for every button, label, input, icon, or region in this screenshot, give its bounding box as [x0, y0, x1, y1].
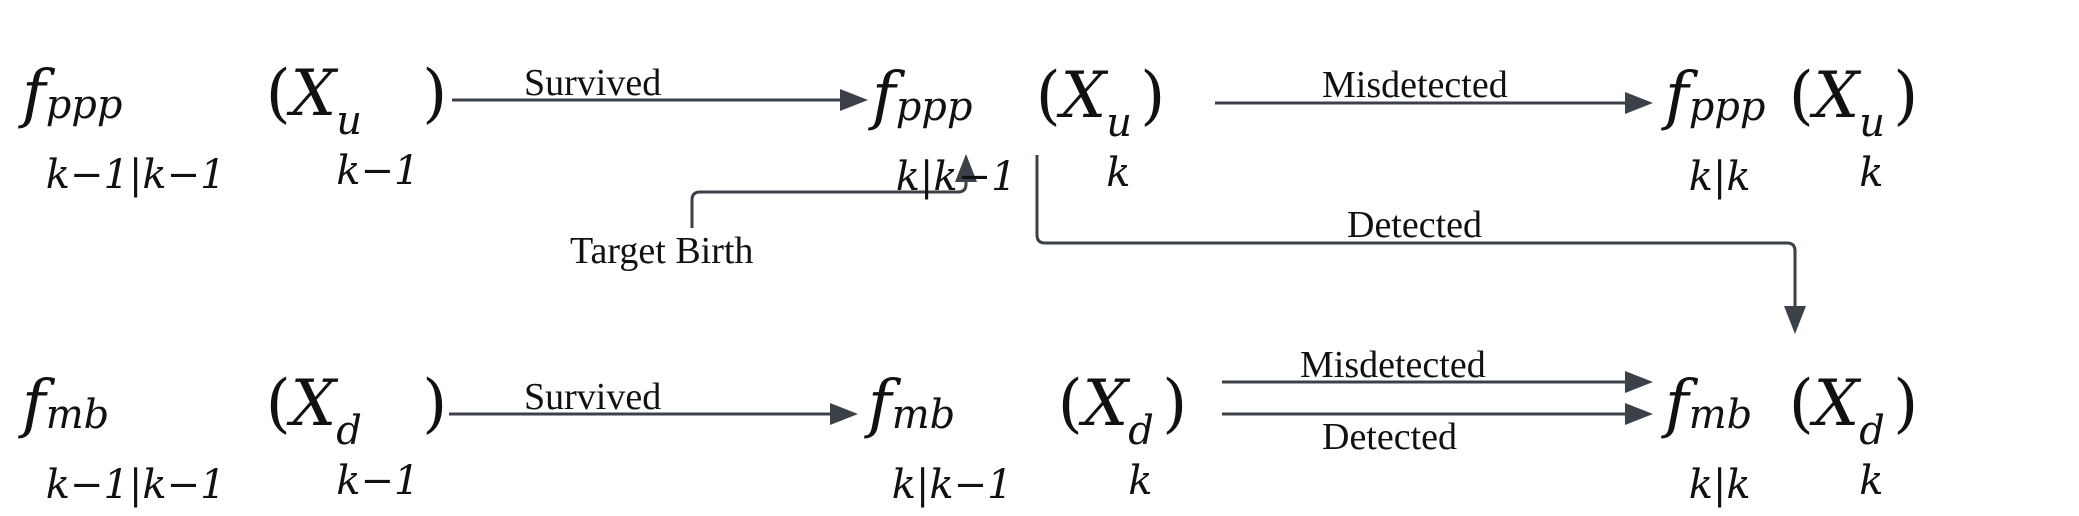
node-ppp-pred-open: (	[1035, 59, 1061, 133]
node-ppp-prev-open: (	[265, 57, 291, 131]
node-ppp-upd-x: X	[1813, 59, 1860, 133]
node-mb-upd-x: X	[1813, 367, 1860, 441]
node-mb-upd-x-sub: k	[1859, 458, 1884, 504]
label-ppp-misdetected: Misdetected	[1322, 64, 1508, 106]
node-ppp-pred-f-sup: ppp	[895, 84, 973, 130]
arrow-mb-survived	[449, 403, 858, 425]
node-ppp-pred-f: f	[872, 59, 896, 133]
node-ppp-upd-close: )	[1893, 59, 1919, 133]
label-ppp-detected: Detected	[1347, 204, 1483, 246]
node-ppp-prev-f-sup: ppp	[45, 82, 123, 128]
label-mb-misdetected: Misdetected	[1300, 344, 1486, 386]
node-ppp-prev-x-sup: u	[336, 98, 362, 144]
node-mb-pred-x: X	[1082, 367, 1129, 441]
node-mb-prev-f-sup: mb	[45, 392, 110, 438]
arrow-ppp-survived	[452, 89, 868, 111]
node-mb-pred-f-sup: mb	[891, 392, 956, 438]
node-mb-prev-f-sub: k−1|k−1	[45, 462, 226, 508]
node-ppp-prev-x: X	[290, 57, 337, 131]
node-ppp-upd-f: f	[1665, 59, 1689, 133]
node-ppp-pred-x-sub: k	[1106, 150, 1131, 196]
arrow-mb-misdetected	[1222, 371, 1653, 393]
node-ppp-prev-close: )	[422, 57, 448, 131]
node-ppp-prev-f-sub: k−1|k−1	[45, 152, 226, 198]
node-mb-pred-open: (	[1057, 367, 1083, 441]
node-ppp-pred-f-sub: k|k−1	[895, 154, 1017, 200]
arrow-ppp-misdetected	[1215, 92, 1653, 114]
node-mb-upd-x-sup: d	[1859, 408, 1885, 454]
node-mb-prev-f: f	[22, 367, 46, 441]
label-mb-detected: Detected	[1322, 416, 1458, 458]
node-mb-pred-x-sup: d	[1128, 408, 1154, 454]
node-ppp-prev-x-sub: k−1	[336, 148, 420, 194]
node-mb-prev-x-sup: d	[336, 408, 362, 454]
node-mb-pred-f-sub: k|k−1	[891, 462, 1013, 508]
node-mb-upd-f-sub: k|k	[1688, 462, 1751, 508]
node-mb-prev-open: (	[265, 367, 291, 441]
node-mb-pred-x-sub: k	[1128, 458, 1153, 504]
node-mb-upd-f: f	[1665, 367, 1689, 441]
node-mb-prev-x: X	[290, 367, 337, 441]
label-target-birth: Target Birth	[570, 230, 754, 272]
arrow-ppp-detected	[1035, 155, 1806, 334]
node-ppp-upd-x-sub: k	[1859, 150, 1884, 196]
label-mb-survived: Survived	[524, 376, 662, 418]
node-ppp-upd-f-sup: ppp	[1688, 84, 1766, 130]
node-ppp-upd-open: (	[1788, 59, 1814, 133]
node-mb-prev-x-sub: k−1	[336, 458, 420, 504]
node-mb-upd-f-sup: mb	[1688, 392, 1753, 438]
node-ppp-pred-close: )	[1140, 59, 1166, 133]
arrow-mb-detected	[1222, 403, 1653, 425]
node-ppp-pred-x-sup: u	[1106, 100, 1132, 146]
node-mb-pred-close: )	[1162, 367, 1188, 441]
node-ppp-upd-f-sub: k|k	[1688, 154, 1751, 200]
node-ppp-prev-f: f	[22, 57, 46, 131]
node-mb-pred-f: f	[868, 367, 892, 441]
node-ppp-pred-x: X	[1060, 59, 1107, 133]
node-ppp-upd-x-sup: u	[1859, 100, 1885, 146]
node-mb-upd-close: )	[1893, 367, 1919, 441]
node-mb-prev-close: )	[422, 367, 448, 441]
node-mb-upd-open: (	[1788, 367, 1814, 441]
label-ppp-survived: Survived	[524, 62, 662, 104]
arrow-target-birth	[690, 154, 977, 228]
